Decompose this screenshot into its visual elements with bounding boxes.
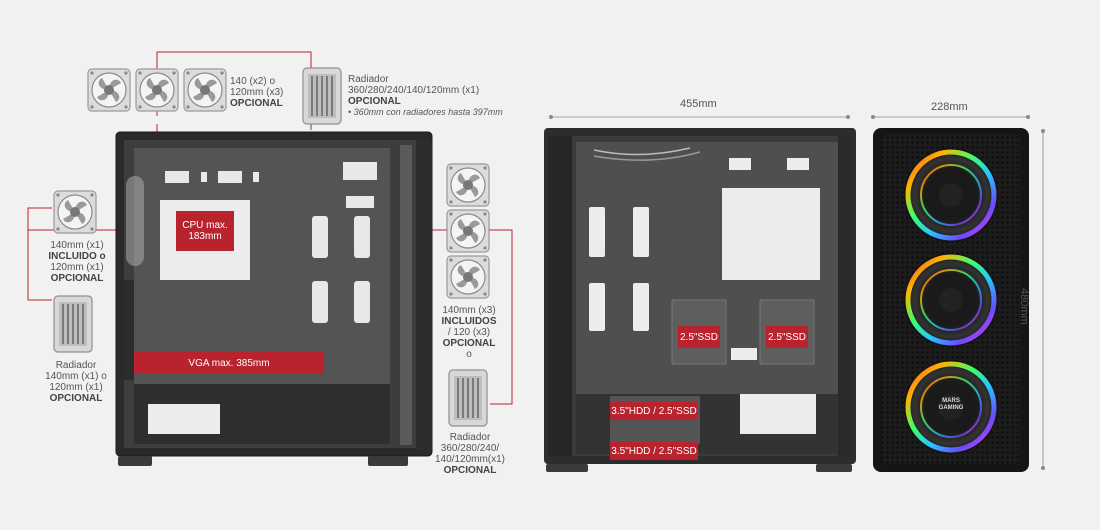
rear-fan-line4: OPCIONAL — [50, 273, 104, 284]
middle-case-view — [544, 115, 856, 472]
rear-fan-line3: 120mm (x1) — [50, 262, 104, 273]
top-radiator-label: Radiador 360/280/240/140/120mm (x1) OPCI… — [348, 74, 538, 118]
front-radiator-label: Radiador 360/280/240/ 140/120mm(x1) OPCI… — [425, 432, 515, 476]
top-radiator-line3: OPCIONAL — [348, 96, 401, 107]
hdd-tag-2: 3.5"HDD / 2.5"SSD — [610, 442, 698, 460]
front-radiator-line2: 360/280/240/ — [440, 443, 500, 454]
cpu-max-tag: CPU max. 183mm — [176, 211, 234, 251]
front-radiator-line3: 140/120mm(x1) — [434, 454, 506, 465]
depth-dimension-label: 455mm — [680, 98, 717, 110]
top-fans-line2: 120mm (x3) — [230, 87, 284, 98]
front-fans-label: 140mm (x3) INCLUIDOS / 120 (x3) OPCIONAL… — [432, 305, 506, 360]
fan-icon — [87, 68, 131, 112]
left-case-view — [27, 51, 513, 466]
radiator-icon — [302, 67, 342, 125]
fan-icon — [446, 255, 490, 299]
rear-fan-line2: INCLUIDO o — [48, 251, 106, 262]
rear-radiator-line4: OPCIONAL — [49, 393, 103, 404]
mars-gaming-logo: MARS GAMING — [938, 398, 964, 411]
top-radiator-line2: 360/280/240/140/120mm (x1) — [348, 85, 480, 96]
vga-max-tag: VGA max. 385mm — [134, 352, 324, 374]
radiator-icon — [448, 369, 488, 427]
top-radiator-note: • 360mm con radiadores hasta 397mm — [348, 107, 503, 117]
hdd-tag-1: 3.5"HDD / 2.5"SSD — [610, 402, 698, 420]
rgb-fan — [904, 360, 998, 454]
rear-radiator-line1: Radiador — [55, 360, 97, 371]
top-radiator-line1: Radiador — [348, 74, 389, 85]
fan-icon — [135, 68, 179, 112]
right-case-view — [871, 115, 1045, 472]
rgb-fan — [904, 253, 998, 347]
fan-icon — [446, 209, 490, 253]
width-dimension-label: 228mm — [931, 101, 968, 113]
front-fans-line4: OPCIONAL — [442, 338, 496, 349]
radiator-icon — [53, 295, 93, 353]
front-fans-line3: / 120 (x3) — [447, 327, 491, 338]
ssd-tag-1: 2.5"SSD — [678, 326, 720, 348]
ssd-tag-2: 2.5"SSD — [766, 326, 808, 348]
top-fans-label: 140 (x2) o 120mm (x3) OPCIONAL — [230, 76, 294, 109]
rear-radiator-label: Radiador 140mm (x1) o 120mm (x1) OPCIONA… — [36, 360, 116, 404]
fan-icon — [183, 68, 227, 112]
rgb-fan — [904, 148, 998, 242]
top-fans-line1: 140 (x2) o — [230, 76, 276, 87]
rear-radiator-line3: 120mm (x1) — [49, 382, 103, 393]
rear-fan-line1: 140mm (x1) — [50, 240, 104, 251]
cpu-max-line2: 183mm — [188, 231, 222, 242]
cpu-max-line1: CPU max. — [182, 220, 228, 231]
front-fans-line2: INCLUIDOS — [441, 316, 497, 327]
fan-icon — [53, 190, 97, 234]
rear-fan-label: 140mm (x1) INCLUIDO o 120mm (x1) OPCIONA… — [40, 240, 114, 284]
top-fans-line3: OPCIONAL — [230, 98, 283, 109]
height-dimension-label: 480mm — [1018, 288, 1030, 325]
front-radiator-line1: Radiador — [449, 432, 491, 443]
fan-icon — [446, 163, 490, 207]
front-radiator-line4: OPCIONAL — [443, 465, 497, 476]
rear-radiator-line2: 140mm (x1) o — [45, 371, 107, 382]
front-fans-line5: o — [466, 349, 472, 360]
front-fans-line1: 140mm (x3) — [442, 305, 496, 316]
